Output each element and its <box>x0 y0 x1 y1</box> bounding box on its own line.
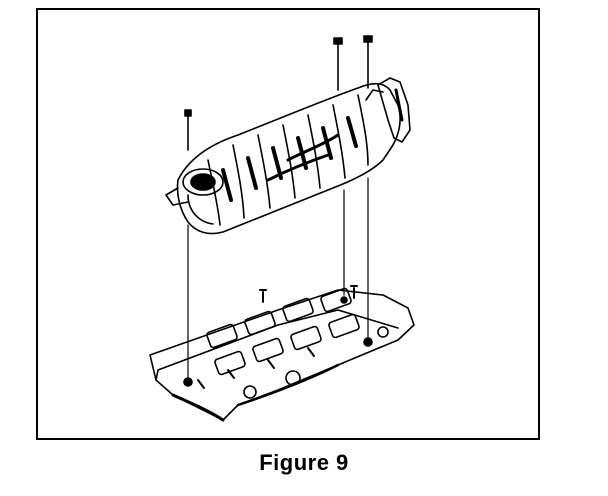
bolt-front-left <box>184 109 192 151</box>
bolt-rear-right <box>363 35 373 89</box>
lower-intake-manifold <box>149 285 415 422</box>
figure-frame <box>36 8 540 440</box>
figure-caption: Figure 9 <box>259 450 349 475</box>
upper-intake-manifold <box>165 77 411 235</box>
intake-manifold-exploded-illustration <box>149 35 415 422</box>
bolt-rear-left <box>333 37 343 91</box>
alignment-lines <box>187 177 369 381</box>
